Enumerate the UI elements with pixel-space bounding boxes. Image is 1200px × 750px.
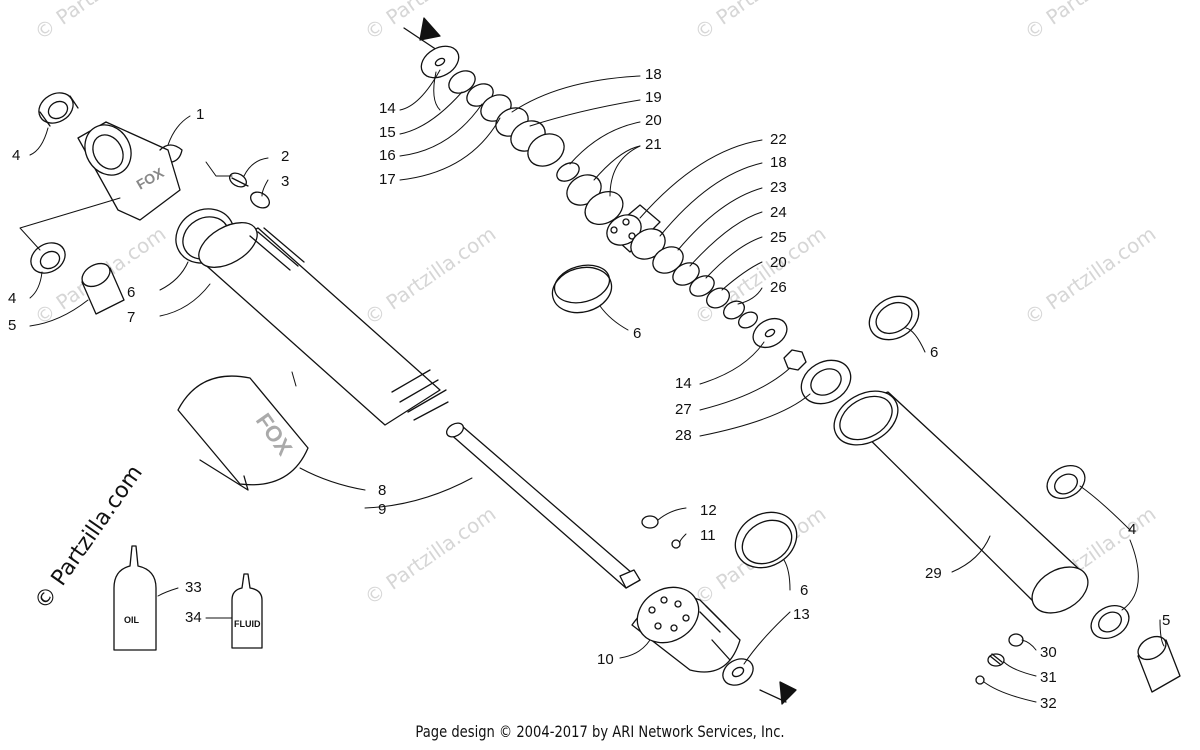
callout-21: 21 [645, 136, 662, 153]
callout-29: 29 [925, 565, 942, 582]
callout-7: 7 [127, 309, 136, 326]
callout-10: 10 [597, 651, 614, 668]
callout-18: 18 [770, 154, 787, 171]
part-28-end-cap [800, 359, 852, 405]
callout-6: 6 [633, 325, 642, 342]
callout-6: 6 [127, 284, 136, 301]
callout-20: 20 [645, 112, 662, 129]
part-9-shaft [445, 422, 641, 589]
callout-19: 19 [645, 89, 662, 106]
part-13-washer [722, 658, 754, 686]
leader-lines [19, 69, 1165, 703]
part-8-decal-sleeve: FOX [177, 375, 309, 491]
callout-6: 6 [800, 582, 809, 599]
callout-25: 25 [770, 229, 787, 246]
callout-5: 5 [1162, 612, 1171, 629]
part-29-reservoir [833, 390, 1089, 614]
part-34-fluid-bottle: FLUID [231, 573, 263, 649]
callout-32: 32 [1040, 695, 1057, 712]
callout-4: 4 [1128, 521, 1137, 538]
callout-4: 4 [12, 147, 21, 164]
callout-8: 8 [378, 482, 387, 499]
part-10-piston-cap [631, 586, 741, 673]
callout-12: 12 [700, 502, 717, 519]
callout-4: 4 [8, 290, 17, 307]
callout-28: 28 [675, 427, 692, 444]
callout-22: 22 [770, 131, 787, 148]
part-4-bushing-lower [30, 242, 66, 274]
shim-stack [420, 45, 788, 349]
callout-26: 26 [770, 279, 787, 296]
callout-9: 9 [378, 501, 387, 518]
part-3-valve [250, 191, 270, 209]
callout-5: 5 [8, 317, 17, 334]
part-12-screw [641, 515, 659, 529]
part-31-set-screw [987, 653, 1005, 667]
page-footer-copyright: Page design © 2004-2017 by ARI Network S… [415, 722, 785, 741]
part-4-bushing-right-lower [1090, 604, 1130, 640]
callout-1: 1 [196, 106, 205, 123]
part-4-bushing-right-upper [1046, 464, 1086, 500]
part-6-seal-ring-center [551, 264, 613, 314]
oil-bottle-label: OIL [124, 615, 140, 625]
part-11-ball [671, 539, 681, 549]
callout-13: 13 [793, 606, 810, 623]
direction-arrow-bottom [759, 681, 797, 705]
callout-30: 30 [1040, 644, 1057, 661]
part-30-plug [1008, 633, 1024, 647]
part-4-bushing [38, 92, 79, 127]
fluid-bottle-label: FLUID [234, 619, 261, 629]
callout-11: 11 [700, 527, 716, 544]
part-32-ball [975, 675, 985, 685]
part-1-eyelet-cap: FOX [77, 121, 183, 221]
callout-33: 33 [185, 579, 202, 596]
callout-6: 6 [930, 344, 939, 361]
callout-18: 18 [645, 66, 662, 83]
callout-14: 14 [675, 375, 692, 392]
part-6-seal-ring-right [868, 295, 920, 341]
callout-2: 2 [281, 148, 290, 165]
callout-16: 16 [379, 147, 396, 164]
callout-34: 34 [185, 609, 202, 626]
part-6-seal-ring-lower [734, 511, 798, 569]
part-5-sleeve-right [1137, 635, 1181, 693]
callout-3: 3 [281, 173, 290, 190]
part-5-sleeve [81, 262, 125, 315]
part-27-nut [783, 349, 807, 371]
callout-20: 20 [770, 254, 787, 271]
part-33-oil-bottle: OIL [113, 545, 157, 651]
callout-14: 14 [379, 100, 396, 117]
callout-31: 31 [1040, 669, 1057, 686]
direction-arrow-top [403, 17, 441, 53]
callout-15: 15 [379, 124, 396, 141]
callout-24: 24 [770, 204, 787, 221]
callout-17: 17 [379, 171, 396, 188]
callout-23: 23 [770, 179, 787, 196]
callout-27: 27 [675, 401, 692, 418]
part-7-body-tube [198, 222, 449, 426]
